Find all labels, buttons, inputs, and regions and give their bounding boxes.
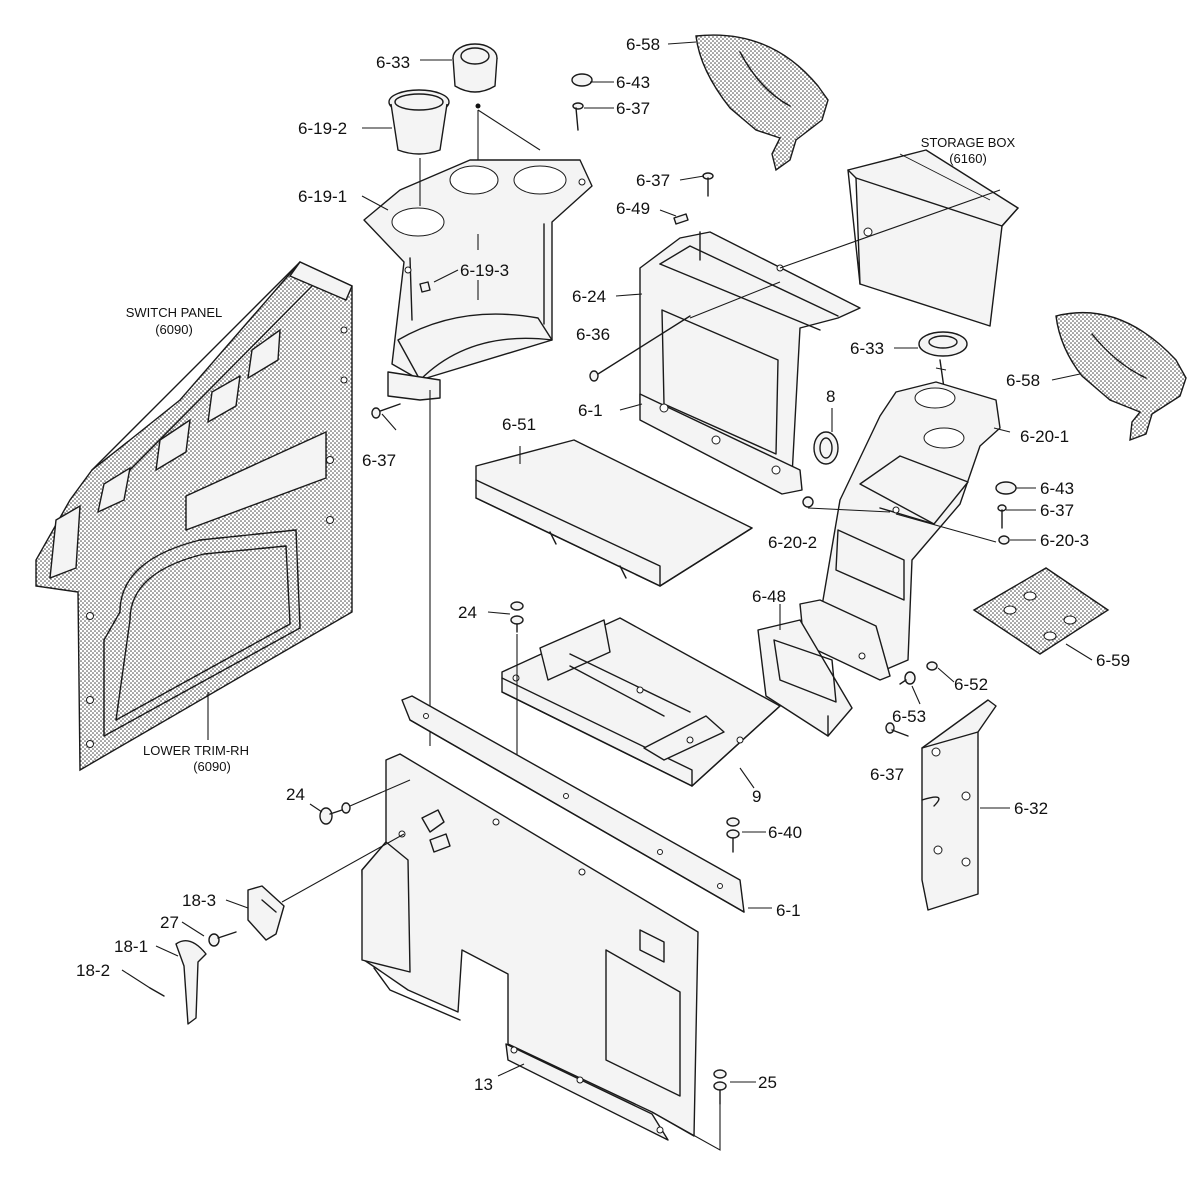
clamp-8 [813,431,839,465]
callout-6-49: 6-49 [616,199,650,218]
callout-leaders [121,41,1093,1083]
callout-6-24: 6-24 [572,287,606,306]
callout-6-37-right: 6-37 [1040,501,1074,520]
callout-13: 13 [474,1075,493,1094]
lower-trim-code: (6090) [193,759,231,774]
screw-6-53 [899,671,916,685]
callout-6-37-top: 6-37 [616,99,650,118]
callout-6-43-top: 6-43 [616,73,650,92]
nut-6-20-2 [802,496,814,508]
storage-box-code: (6160) [949,151,987,166]
mat-6-59 [972,567,1110,655]
callout-6-36: 6-36 [576,325,610,344]
callout-6-52: 6-52 [954,675,988,694]
washer-6-20-3 [998,535,1010,545]
screw-6-36 [589,315,691,382]
callout-18-3: 18-3 [182,891,216,910]
bracket-6-32 [921,699,997,911]
lower-trim-caption: LOWER TRIM-RH [143,743,249,758]
switch-panel-lower-trim [35,261,353,772]
callout-24-upper: 24 [458,603,477,622]
callout-27: 27 [160,913,179,932]
cap-6-33-right [918,331,968,389]
bolt-25 [713,1069,727,1105]
screw-6-37-bracket-32 [885,722,909,737]
rail-6-1-lower [401,695,745,913]
callout-6-1-upper: 6-1 [578,401,603,420]
callout-6-53: 6-53 [892,707,926,726]
screw-6-37-bracket [702,172,714,197]
latch-18-3 [247,885,285,941]
clip-6-43-right [995,481,1017,495]
callout-6-40: 6-40 [768,823,802,842]
callout-6-19-1: 6-19-1 [298,187,347,206]
callout-6-37-bracket: 6-37 [636,171,670,190]
callout-18-1: 18-1 [114,937,148,956]
callout-6-33-top: 6-33 [376,53,410,72]
callout-6-48: 6-48 [752,587,786,606]
callout-6-43-right: 6-43 [1040,479,1074,498]
callout-6-59: 6-59 [1096,651,1130,670]
bolt-24-lower [319,802,351,825]
tray-9 [501,617,781,787]
console-6-20-1 [799,381,1001,681]
callout-6-19-3: 6-19-3 [460,261,509,280]
screw-6-37-right [997,504,1007,529]
callout-6-58-top: 6-58 [626,35,660,54]
callout-6-20-3: 6-20-3 [1040,531,1089,550]
callout-6-33-right: 6-33 [850,339,884,358]
callout-6-37-left: 6-37 [362,451,396,470]
callout-6-19-2: 6-19-2 [298,119,347,138]
callout-6-1-lower: 6-1 [776,901,801,920]
callout-6-20-1: 6-20-1 [1020,427,1069,446]
bracket-6-24 [639,213,861,477]
cover-6-51 [475,439,753,587]
handle-18-1 [175,940,207,1025]
cup-6-19-2 [388,89,450,155]
callout-6-20-2: 6-20-2 [768,533,817,552]
rail-6-1-upper [639,393,803,495]
callout-24-lower: 24 [286,785,305,804]
callout-labels: 6-33 6-19-2 6-19-1 6-19-3 6-37 6-43 6-37… [76,35,1130,1094]
pin-18-2 [149,987,165,997]
bolt-6-40 [726,817,740,853]
switch-panel-code: (6090) [155,322,193,337]
callout-9: 9 [752,787,761,806]
callout-25: 25 [758,1073,777,1092]
callout-18-2: 18-2 [76,961,110,980]
screw-6-37-top [572,102,584,131]
screw-6-37-left [371,403,401,419]
washer-6-52 [926,661,938,671]
callout-6-58-right: 6-58 [1006,371,1040,390]
callout-6-37-bracket-32: 6-37 [870,765,904,784]
screw-27 [208,931,237,947]
callout-6-51: 6-51 [502,415,536,434]
lid-6-48 [757,619,853,737]
clip-6-43-top [571,73,593,87]
armrest-pad-6-58-top [695,34,829,172]
bolt-24-upper [510,601,524,633]
panel-13 [361,753,699,1141]
storage-box [847,149,1019,327]
storage-box-caption: STORAGE BOX [921,135,1016,150]
cap-6-33-top [452,43,498,109]
screw-6-19-3 [419,281,431,293]
callout-8: 8 [826,387,835,406]
switch-panel-caption: SWITCH PANEL [126,305,223,320]
armrest-pad-6-58-right [1055,312,1187,442]
console-6-19-1 [363,159,593,401]
callout-6-32: 6-32 [1014,799,1048,818]
